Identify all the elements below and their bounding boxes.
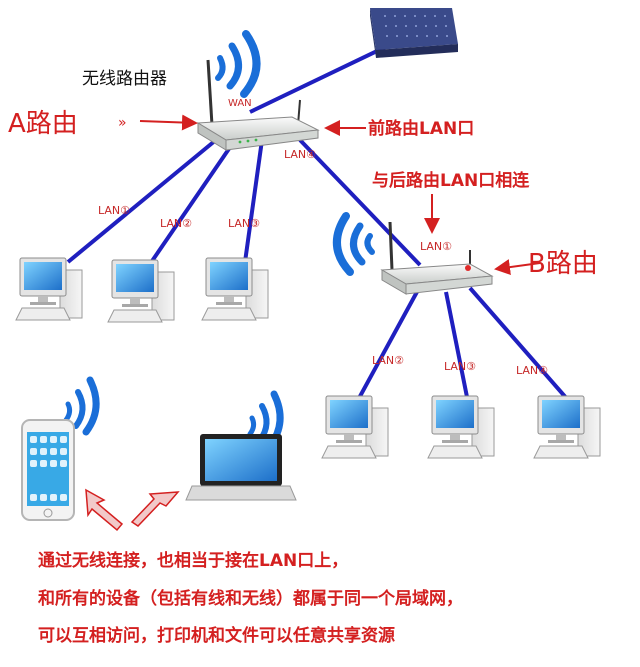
laptop-icon: [185, 434, 297, 501]
cable-a-lan1: [66, 133, 224, 264]
router-a-icon: [196, 59, 320, 151]
caption-line-1: 通过无线连接，也相当于接在LAN口上，: [38, 550, 348, 571]
cable-a-lan2: [148, 138, 237, 266]
caption-line-2: 和所有的设备（包括有线和无线）都属于同一个局域网，: [38, 588, 463, 609]
connect-rear-lan-label: 与后路由LAN口相连: [372, 170, 530, 191]
wireless-router-label: 无线路由器: [82, 69, 167, 89]
cable-a-to-modem: [249, 38, 401, 114]
annotation-arrows: [139, 114, 541, 276]
a-lan4-label: LAN④: [284, 148, 316, 161]
arrow-glyph: »: [118, 115, 127, 131]
cable-b-lan4: [468, 286, 570, 402]
a-lan3-label: LAN③: [228, 217, 260, 230]
cable-b-lan2: [356, 289, 420, 401]
desktop-computer-icon: [107, 259, 175, 323]
front-router-lan-label: 前路由LAN口: [368, 118, 474, 139]
router-b-icon: [380, 221, 494, 295]
wifi-signal-icon: [63, 376, 100, 436]
desktop-computer-icon: [321, 395, 389, 459]
desktop-computer-icon: [427, 395, 495, 459]
router-a-label: A路由: [8, 109, 78, 139]
cable-b-lan3: [444, 291, 470, 403]
modem-icon: [370, 8, 458, 58]
b-lan3-label: LAN③: [444, 360, 476, 373]
b-lan1-label: LAN①: [420, 240, 452, 253]
smartphone-icon: [21, 419, 75, 521]
wifi-signal-icon: [215, 30, 261, 98]
desktop-computer-icon: [201, 257, 269, 321]
b-lan2-label: LAN②: [372, 354, 404, 367]
a-lan1-label: LAN①: [98, 204, 130, 217]
a-lan2-label: LAN②: [160, 217, 192, 230]
b-lan4-label: LAN④: [516, 364, 548, 377]
wifi-signal-icon: [332, 212, 375, 276]
cable-a-lan3: [243, 139, 264, 263]
network-cables: [66, 38, 570, 403]
cable-a-lan4-to-b: [298, 138, 422, 267]
arrow-icon: [85, 488, 180, 532]
arrow-to-router-b: [494, 259, 541, 276]
router-b-label: B路由: [528, 249, 598, 279]
desktop-computer-icon: [533, 395, 601, 459]
desktop-computer-icon: [15, 257, 83, 321]
wan-label: WAN: [228, 98, 252, 109]
caption-line-3: 可以互相访问，打印机和文件可以任意共享资源: [38, 625, 395, 646]
arrow-to-router-a: [139, 114, 198, 131]
